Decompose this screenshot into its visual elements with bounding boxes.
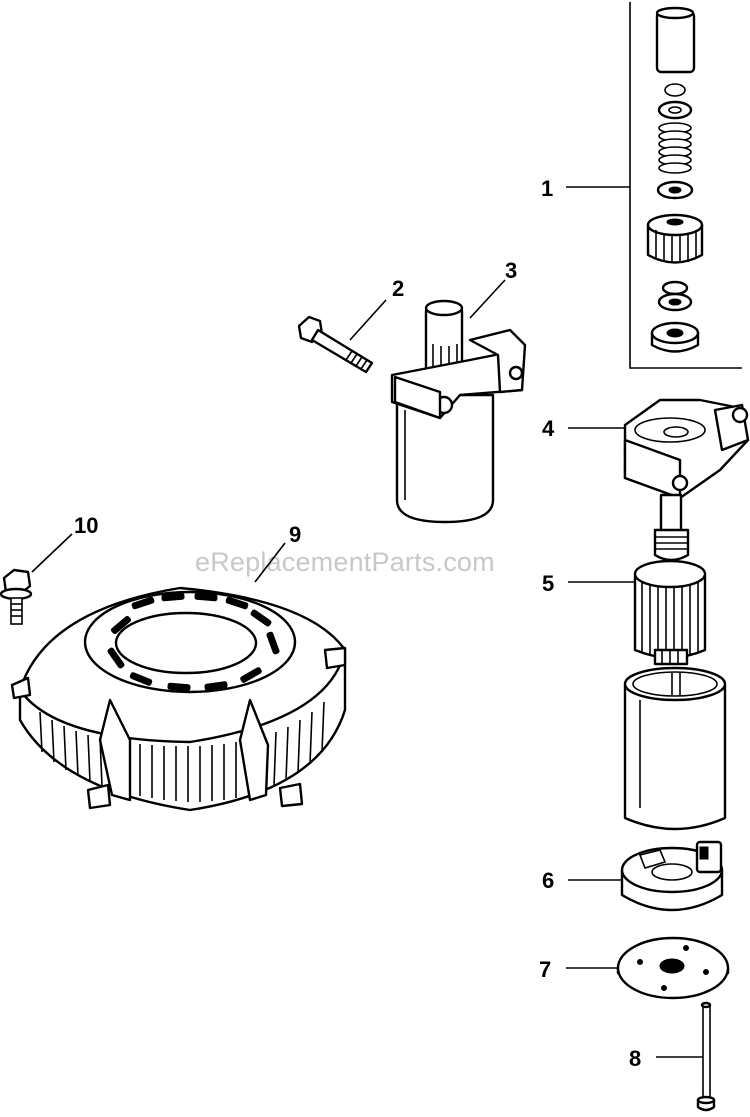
part-6-brush-holder[interactable] bbox=[620, 840, 724, 912]
vent-slots-icon bbox=[107, 592, 280, 692]
callout-3: 3 bbox=[505, 258, 517, 283]
callout-4: 4 bbox=[542, 416, 555, 441]
callout-6: 6 bbox=[542, 868, 554, 893]
pinion-gear-icon bbox=[646, 213, 704, 264]
part-5-armature[interactable] bbox=[633, 493, 707, 666]
callout-7: 7 bbox=[539, 957, 551, 982]
callout-1: 1 bbox=[541, 176, 553, 201]
part-2-bolt[interactable] bbox=[297, 315, 374, 374]
part-4-drive-end-cap[interactable] bbox=[623, 398, 750, 500]
part-1-drive-kit[interactable] bbox=[629, 2, 742, 369]
watermark-text: eReplacementParts.com bbox=[195, 547, 495, 577]
leader-lines bbox=[31, 186, 703, 1058]
part-3-starter-motor[interactable] bbox=[390, 299, 527, 524]
callout-10: 10 bbox=[74, 513, 98, 538]
callout-8: 8 bbox=[629, 1046, 641, 1071]
part-7-end-plate[interactable] bbox=[616, 936, 730, 1000]
part-8-through-bolt[interactable] bbox=[696, 1001, 716, 1112]
callout-5: 5 bbox=[542, 571, 554, 596]
part-10-screw[interactable] bbox=[0, 568, 33, 625]
spring-icon bbox=[658, 122, 692, 174]
part-9-blower-housing[interactable] bbox=[10, 586, 347, 812]
motor-frame[interactable] bbox=[623, 666, 727, 831]
callout-9: 9 bbox=[289, 522, 301, 547]
callout-2: 2 bbox=[392, 276, 404, 301]
